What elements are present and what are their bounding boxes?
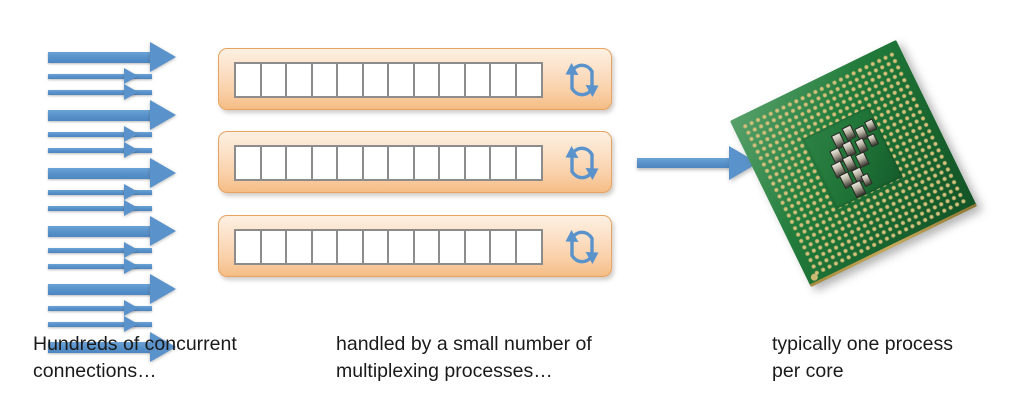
arrow-right-icon (150, 100, 176, 130)
process-slot-track (234, 229, 543, 265)
process-slot (438, 145, 466, 181)
cpu-capacitor (854, 151, 870, 169)
connection-arrow-shaft (48, 205, 152, 211)
process-slot (259, 145, 288, 181)
process-slot (259, 229, 288, 265)
arrow-right-icon (124, 258, 138, 274)
process-slot (387, 62, 415, 98)
connection-arrow-shaft (48, 263, 152, 269)
arrow-right-icon (124, 142, 138, 158)
cpu-capacitor (864, 118, 878, 134)
arrow-right-icon (124, 126, 138, 142)
arrow-right-icon (150, 216, 176, 246)
connection-arrow-shaft (48, 189, 152, 195)
process-row (218, 215, 612, 277)
process-slot (361, 229, 390, 265)
process-slot (285, 62, 313, 98)
cpu-capacitor (841, 124, 857, 142)
process-slot (412, 62, 441, 98)
arrow-right-icon (124, 184, 138, 200)
process-slot (489, 62, 517, 98)
connection-arrow-shaft (48, 131, 152, 137)
process-slot (489, 229, 517, 265)
process-slot (438, 62, 466, 98)
connection-arrow-shaft (48, 321, 152, 327)
caption-processes: handled by a small number of multiplexin… (336, 333, 592, 382)
process-slot (310, 229, 339, 265)
arrow-right-icon (150, 42, 176, 72)
connection-arrow-shaft (48, 147, 152, 153)
process-slot (310, 145, 339, 181)
caption-connections: Hundreds of concurrent connections… (33, 333, 237, 382)
arrow-right-icon (124, 300, 138, 316)
cpu-capacitor (866, 133, 880, 148)
process-slot-track (234, 62, 543, 98)
process-slot (234, 145, 262, 181)
process-slot (361, 62, 390, 98)
connection-arrow-shaft (48, 341, 162, 353)
process-slot (310, 62, 339, 98)
arrow-right-icon (150, 332, 176, 362)
connection-arrow-shaft (48, 283, 162, 295)
arrow-right-icon (150, 158, 176, 188)
process-slot (336, 145, 364, 181)
process-slot (514, 145, 543, 181)
process-slot (438, 229, 466, 265)
connection-arrow-shaft (48, 247, 152, 253)
arrow-right-icon (124, 68, 138, 84)
process-slot (259, 62, 288, 98)
process-slot (514, 62, 543, 98)
connection-arrow-shaft (48, 89, 152, 95)
incoming-connections-group (0, 0, 210, 362)
process-slot (412, 229, 441, 265)
process-slot (234, 229, 262, 265)
connection-arrow-shaft (48, 73, 152, 79)
connection-arrow-shaft (48, 225, 162, 237)
cycle-arrows-icon (565, 227, 599, 267)
caption-cpu: typically one process per core (772, 333, 954, 382)
process-slot (361, 145, 390, 181)
process-slot (489, 145, 517, 181)
arrow-right-icon (150, 274, 176, 304)
arrow-right-icon (124, 84, 138, 100)
process-slot (463, 229, 492, 265)
cpu-substrate (729, 39, 978, 288)
process-slot (463, 145, 492, 181)
process-slot (387, 145, 415, 181)
process-slot (285, 229, 313, 265)
connection-arrow-shaft (48, 51, 162, 63)
process-slot (336, 229, 364, 265)
process-row (218, 48, 612, 110)
process-slot (285, 145, 313, 181)
connection-arrow-shaft (48, 305, 152, 311)
cpu-chip (729, 39, 978, 288)
cycle-arrows-icon (565, 143, 599, 183)
cycle-arrows-icon (565, 60, 599, 100)
dispatch-arrow-shaft (637, 158, 735, 168)
connection-arrow-shaft (48, 109, 162, 121)
process-slot (234, 62, 262, 98)
process-slot-track (234, 145, 543, 181)
connection-arrow-shaft (48, 167, 162, 179)
cpu-capacitors (730, 40, 977, 287)
process-slot (336, 62, 364, 98)
process-slot (387, 229, 415, 265)
process-slot (463, 62, 492, 98)
arrow-right-icon (124, 316, 138, 332)
process-slot (412, 145, 441, 181)
process-row (218, 131, 612, 193)
arrow-right-icon (124, 242, 138, 258)
arrow-right-icon (124, 200, 138, 216)
process-slot (514, 229, 543, 265)
